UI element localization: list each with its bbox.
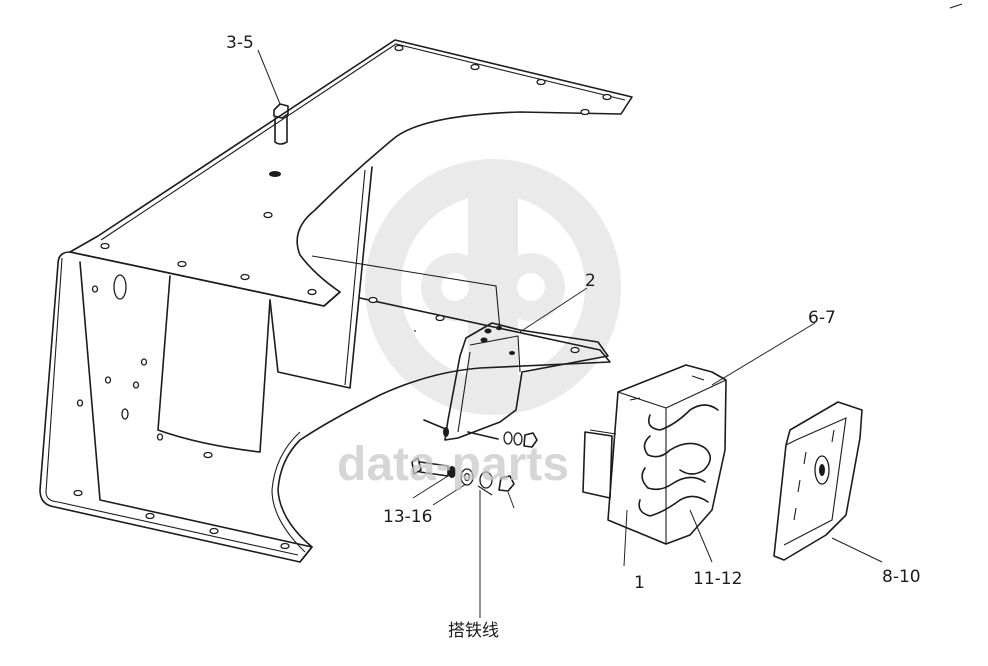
callout-labels: 3-5 2 6-7 13-16 1 11-12 8-10 搭铁线	[226, 33, 921, 641]
callout-8-10: 8-10	[882, 567, 921, 587]
callout-13-16: 13-16	[383, 507, 432, 527]
callout-1: 1	[634, 573, 645, 593]
callout-11-12: 11-12	[693, 569, 742, 589]
main-bracket-frame	[39, 39, 633, 563]
battery-box-1	[582, 364, 727, 545]
mounting-bracket-2	[444, 322, 609, 441]
bolt-set-13-16	[411, 457, 515, 496]
battery-lid-8-10	[773, 401, 863, 561]
ground-screw-set	[423, 419, 538, 448]
watermark-logo	[365, 159, 621, 415]
leader-lines	[257, 49, 883, 618]
corner-mark	[949, 3, 963, 9]
callout-2: 2	[585, 271, 596, 291]
callout-6-7: 6-7	[808, 308, 836, 328]
mounting-holes	[73, 44, 612, 550]
callout-3-5: 3-5	[226, 33, 254, 53]
bolt-assembly-3-5	[269, 103, 289, 177]
callout-ground-wire: 搭铁线	[448, 621, 499, 641]
watermark-text: data-parts	[337, 438, 569, 491]
